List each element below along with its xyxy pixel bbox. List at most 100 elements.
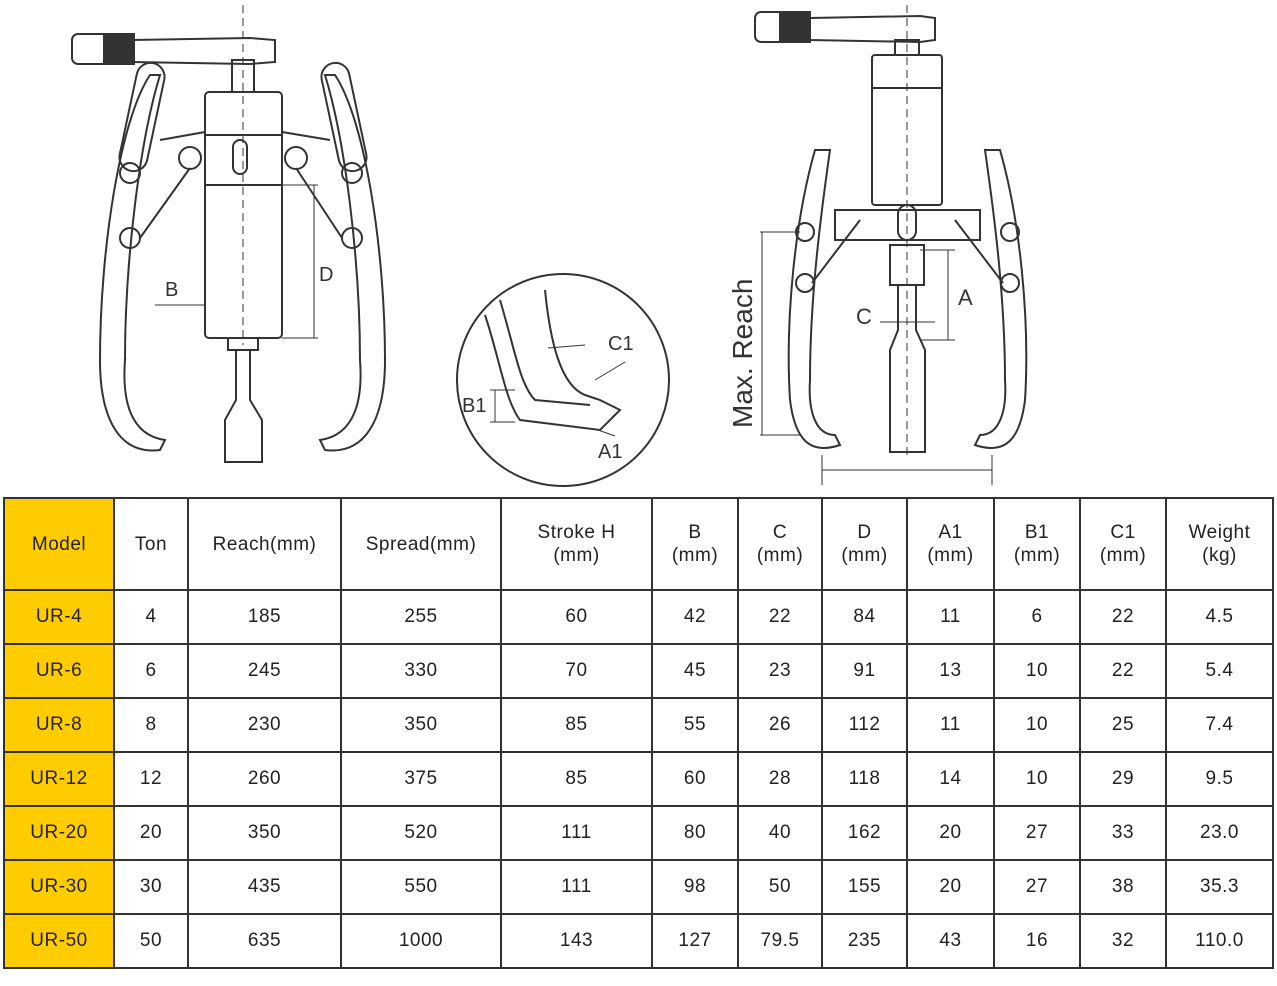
table-cell: 38 bbox=[1079, 859, 1167, 915]
column-header: Spread(mm) bbox=[340, 497, 502, 591]
table-cell: 350 bbox=[340, 697, 502, 753]
model-cell: UR-12 bbox=[3, 751, 115, 807]
column-header-line: Model bbox=[31, 533, 87, 555]
column-header-line: (mm) bbox=[671, 545, 719, 566]
model-cell: UR-4 bbox=[3, 589, 115, 645]
table-cell: 230 bbox=[187, 697, 342, 753]
table-cell: 11 bbox=[906, 697, 995, 753]
table-cell: 33 bbox=[1079, 805, 1167, 861]
table-cell: 22 bbox=[737, 589, 823, 645]
table-cell: 111 bbox=[500, 859, 653, 915]
table-cell: 84 bbox=[821, 589, 908, 645]
table-cell: 29 bbox=[1079, 751, 1167, 807]
column-header-line: A1 bbox=[938, 522, 963, 543]
table-cell: 20 bbox=[906, 859, 995, 915]
table-cell: 10 bbox=[993, 751, 1081, 807]
table-cell: 85 bbox=[500, 751, 653, 807]
table-cell: 70 bbox=[500, 643, 653, 699]
jaw-detail-view: C1 B1 A1 bbox=[456, 273, 670, 487]
dim-label-c: C bbox=[856, 304, 872, 329]
table-cell: 27 bbox=[993, 859, 1081, 915]
table-cell: 98 bbox=[651, 859, 739, 915]
column-header-line: (mm) bbox=[841, 545, 888, 566]
column-header-line: D bbox=[857, 522, 872, 543]
column-header-line: (mm) bbox=[1013, 545, 1061, 566]
table-cell: 162 bbox=[821, 805, 908, 861]
table-cell: 5.4 bbox=[1165, 643, 1274, 699]
table-cell: 330 bbox=[340, 643, 502, 699]
table-cell: 235 bbox=[821, 913, 908, 969]
table-cell: 22 bbox=[1079, 589, 1167, 645]
table-cell: 350 bbox=[187, 805, 342, 861]
table-cell: 375 bbox=[340, 751, 502, 807]
table-cell: 550 bbox=[340, 859, 502, 915]
table-cell: 8 bbox=[113, 697, 189, 753]
table-cell: 127 bbox=[651, 913, 739, 969]
column-header: B(mm) bbox=[651, 497, 739, 591]
table-cell: 20 bbox=[906, 805, 995, 861]
table-cell: 60 bbox=[500, 589, 653, 645]
table-cell: 14 bbox=[906, 751, 995, 807]
column-header: A1(mm) bbox=[906, 497, 995, 591]
table-cell: 9.5 bbox=[1165, 751, 1274, 807]
table-cell: 80 bbox=[651, 805, 739, 861]
table-cell: 10 bbox=[993, 643, 1081, 699]
table-cell: 40 bbox=[737, 805, 823, 861]
table-cell: 4 bbox=[113, 589, 189, 645]
table-cell: 435 bbox=[187, 859, 342, 915]
table-cell: 635 bbox=[187, 913, 342, 969]
column-header: D(mm) bbox=[821, 497, 908, 591]
dim-label-b: B bbox=[165, 279, 178, 301]
table-cell: 28 bbox=[737, 751, 823, 807]
column-header: C1(mm) bbox=[1079, 497, 1167, 591]
table-cell: 6 bbox=[113, 643, 189, 699]
table-cell: 27 bbox=[993, 805, 1081, 861]
table-cell: 22 bbox=[1079, 643, 1167, 699]
table-cell: 6 bbox=[993, 589, 1081, 645]
table-cell: 26 bbox=[737, 697, 823, 753]
table-cell: 23.0 bbox=[1165, 805, 1274, 861]
column-header-line: B1 bbox=[1024, 522, 1050, 543]
model-cell: UR-50 bbox=[3, 913, 115, 969]
table-cell: 7.4 bbox=[1165, 697, 1274, 753]
table-cell: 45 bbox=[651, 643, 739, 699]
table-cell: 260 bbox=[187, 751, 342, 807]
column-header-line: (mm) bbox=[1099, 545, 1147, 566]
column-header-line: Spread(mm) bbox=[365, 533, 477, 555]
column-header-line: C bbox=[772, 522, 788, 543]
table-cell: 10 bbox=[993, 697, 1081, 753]
table-cell: 30 bbox=[113, 859, 189, 915]
table-cell: 185 bbox=[187, 589, 342, 645]
column-header: Stroke H(mm) bbox=[500, 497, 653, 591]
puller-front-view: B D bbox=[71, 5, 387, 463]
table-cell: 79.5 bbox=[737, 913, 823, 969]
column-header-line: (mm) bbox=[927, 545, 974, 566]
table-cell: 155 bbox=[821, 859, 908, 915]
table-cell: 50 bbox=[113, 913, 189, 969]
model-cell: UR-6 bbox=[3, 643, 115, 699]
dim-label-d: D bbox=[319, 264, 333, 286]
table-cell: 32 bbox=[1079, 913, 1167, 969]
table-cell: 1000 bbox=[340, 913, 502, 969]
column-header-line: C1 bbox=[1110, 522, 1136, 543]
model-cell: UR-8 bbox=[3, 697, 115, 753]
table-cell: 43 bbox=[906, 913, 995, 969]
dim-label-max-reach: Max. Reach bbox=[727, 279, 758, 428]
dim-label-a: A bbox=[958, 285, 973, 310]
dim-label-c1: C1 bbox=[608, 333, 634, 355]
table-cell: 23 bbox=[737, 643, 823, 699]
table-cell: 35.3 bbox=[1165, 859, 1274, 915]
table-cell: 118 bbox=[821, 751, 908, 807]
table-cell: 143 bbox=[500, 913, 653, 969]
column-header-line: (kg) bbox=[1202, 545, 1237, 566]
column-header-line: (mm) bbox=[553, 545, 600, 566]
column-header: Weight(kg) bbox=[1165, 497, 1274, 591]
table-cell: 42 bbox=[651, 589, 739, 645]
table-cell: 111 bbox=[500, 805, 653, 861]
